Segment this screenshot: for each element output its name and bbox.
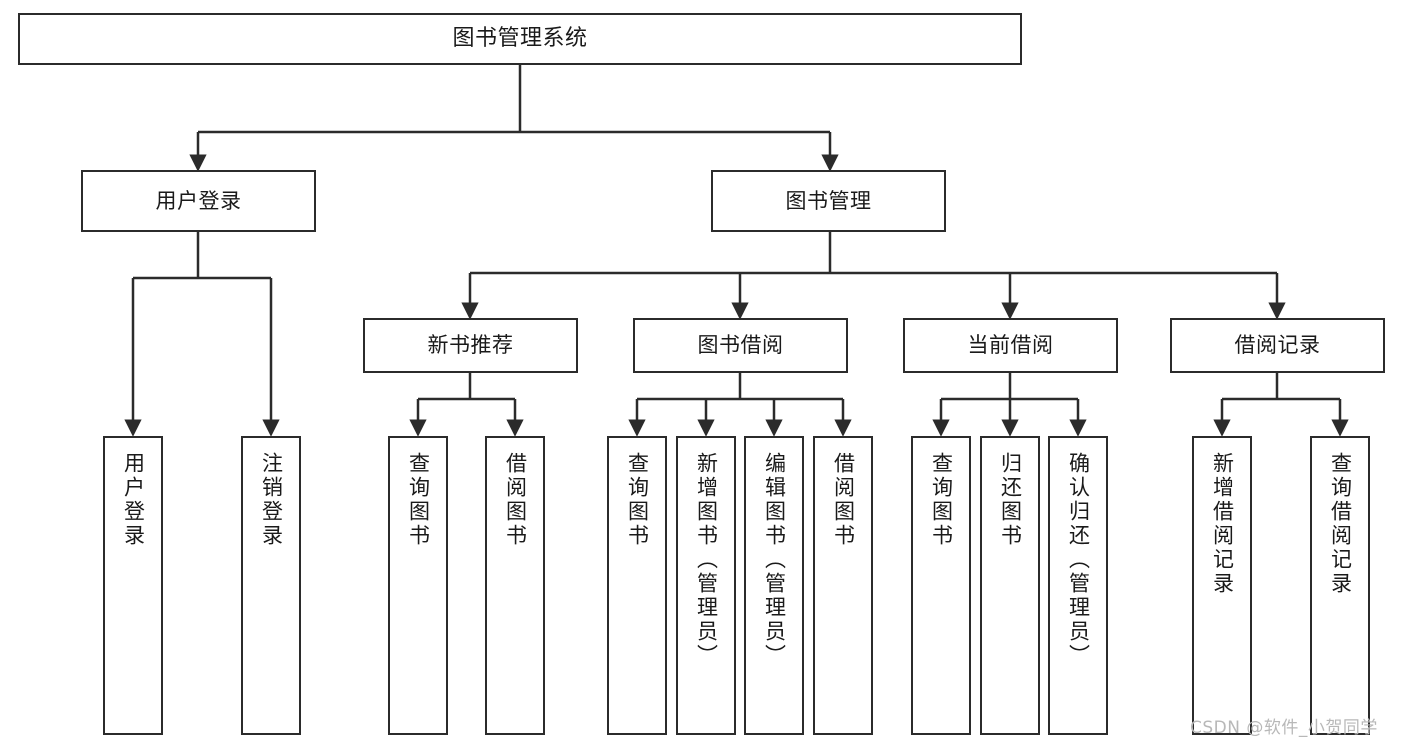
node-borrow-record-label: 借阅记录	[1234, 333, 1321, 358]
node-book-borrow-label: 图书借阅	[697, 333, 784, 358]
leaf-node-return-book-label: 归还图书	[998, 452, 1023, 548]
leaf-node-query-book-newbook[interactable]: 查询图书	[388, 436, 448, 735]
leaf-node-borrow-book[interactable]: 借阅图书	[813, 436, 873, 735]
node-book-borrow[interactable]: 图书借阅	[633, 318, 848, 373]
leaf-node-borrow-book-label: 借阅图书	[831, 452, 856, 548]
leaf-node-confirm-return-admin-label: 确认归还（管理员）	[1066, 452, 1091, 668]
leaf-node-user-login[interactable]: 用户登录	[103, 436, 163, 735]
node-borrow-record[interactable]: 借阅记录	[1170, 318, 1385, 373]
leaf-node-add-borrow-record-label: 新增借阅记录	[1210, 452, 1235, 596]
leaf-node-borrow-book-newbook-label: 借阅图书	[503, 452, 528, 548]
node-root-system[interactable]: 图书管理系统	[18, 13, 1022, 65]
leaf-node-query-book-newbook-label: 查询图书	[406, 452, 431, 548]
leaf-node-edit-book-admin-label: 编辑图书（管理员）	[762, 452, 787, 668]
leaf-node-query-book-borrow-label: 查询图书	[625, 452, 650, 548]
node-user-login-label: 用户登录	[155, 188, 242, 213]
node-current-borrow[interactable]: 当前借阅	[903, 318, 1118, 373]
leaf-node-confirm-return-admin[interactable]: 确认归还（管理员）	[1048, 436, 1108, 735]
leaf-node-add-book-admin[interactable]: 新增图书（管理员）	[676, 436, 736, 735]
leaf-node-borrow-book-newbook[interactable]: 借阅图书	[485, 436, 545, 735]
csdn-watermark: CSDN @软件_小贺同学	[1190, 718, 1378, 738]
leaf-node-query-borrow-record-label: 查询借阅记录	[1328, 452, 1353, 596]
leaf-node-query-book-current[interactable]: 查询图书	[911, 436, 971, 735]
leaf-node-edit-book-admin[interactable]: 编辑图书（管理员）	[744, 436, 804, 735]
leaf-node-add-borrow-record[interactable]: 新增借阅记录	[1192, 436, 1252, 735]
node-user-login[interactable]: 用户登录	[81, 170, 316, 232]
node-current-borrow-label: 当前借阅	[967, 333, 1054, 358]
node-book-management-label: 图书管理	[785, 188, 872, 213]
node-root-system-label: 图书管理系统	[452, 26, 588, 52]
node-book-management[interactable]: 图书管理	[711, 170, 946, 232]
node-new-book-recommend[interactable]: 新书推荐	[363, 318, 578, 373]
leaf-node-logout[interactable]: 注销登录	[241, 436, 301, 735]
leaf-node-return-book[interactable]: 归还图书	[980, 436, 1040, 735]
leaf-node-user-login-label: 用户登录	[121, 452, 146, 548]
leaf-node-add-book-admin-label: 新增图书（管理员）	[694, 452, 719, 668]
leaf-node-logout-label: 注销登录	[259, 452, 284, 548]
leaf-node-query-book-borrow[interactable]: 查询图书	[607, 436, 667, 735]
leaf-node-query-borrow-record[interactable]: 查询借阅记录	[1310, 436, 1370, 735]
leaf-node-query-book-current-label: 查询图书	[929, 452, 954, 548]
node-new-book-recommend-label: 新书推荐	[427, 333, 514, 358]
